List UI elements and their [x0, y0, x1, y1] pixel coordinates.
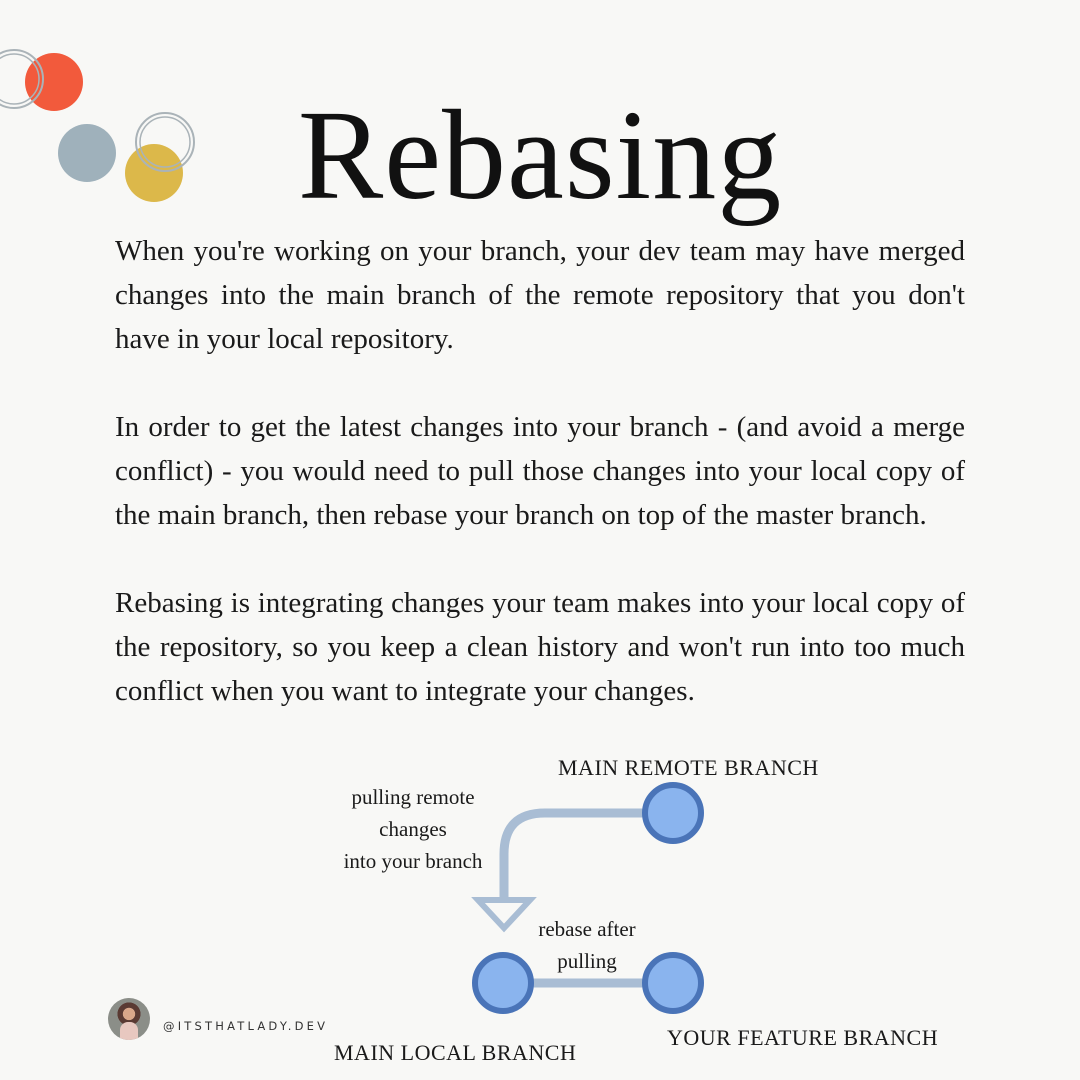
ring-outline-top — [0, 49, 44, 109]
pull-arrow-path — [499, 808, 643, 898]
node-main-local — [472, 952, 534, 1014]
pull-label-line-2: changes — [379, 817, 447, 841]
ring-outline-right — [135, 112, 195, 172]
paragraph-1: When you're working on your branch, your… — [115, 235, 965, 355]
node-main-remote — [642, 782, 704, 844]
decorative-dots — [0, 49, 195, 202]
pull-arrow-head — [471, 897, 537, 933]
pull-label-line-1: pulling remote — [351, 785, 475, 809]
label-pulling-remote-changes: pulling remote changes into your branch — [330, 781, 496, 877]
rebase-label-line-1: rebase after — [538, 917, 636, 941]
ring-outline-right-inner — [139, 116, 191, 168]
label-rebase-after-pulling: rebase after pulling — [520, 913, 654, 977]
mustard-dot — [125, 144, 183, 202]
paragraph-3: Rebasing is integrating changes your tea… — [115, 587, 965, 707]
node-feature — [642, 952, 704, 1014]
blue-grey-dot — [58, 124, 116, 182]
author-avatar[interactable] — [108, 998, 150, 1040]
ring-outline-top-inner — [0, 53, 40, 105]
rebase-label-line-2: pulling — [557, 949, 617, 973]
pull-label-line-3: into your branch — [343, 849, 483, 873]
label-main-remote-branch: MAIN REMOTE BRANCH — [558, 755, 819, 780]
page-title: Rebasing — [297, 84, 783, 226]
paragraph-2: In order to get the latest changes into … — [115, 411, 965, 531]
red-dot — [25, 53, 83, 111]
author-handle[interactable]: @ITSTHATLADY.DEV — [163, 1019, 329, 1033]
label-main-local-branch: MAIN LOCAL BRANCH — [334, 1040, 577, 1065]
label-your-feature-branch: YOUR FEATURE BRANCH — [667, 1025, 939, 1050]
